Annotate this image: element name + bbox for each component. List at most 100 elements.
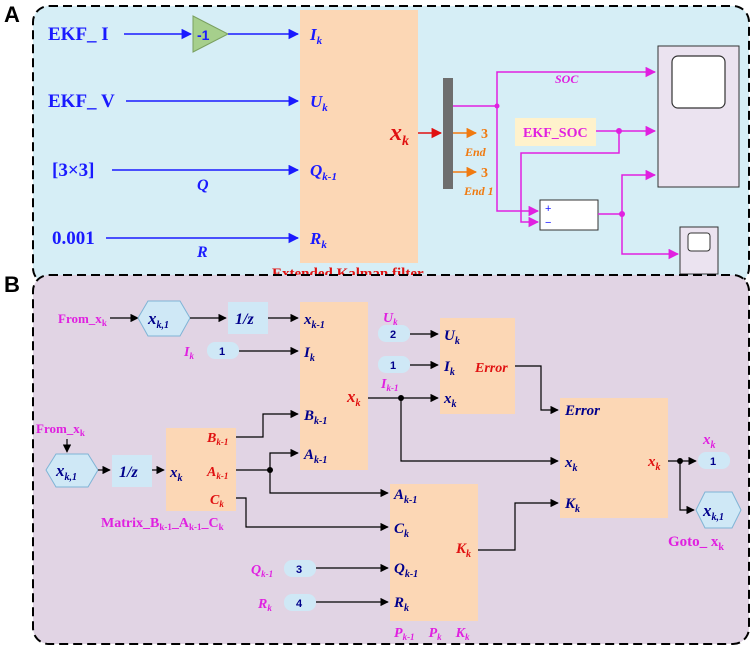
input-q-constant: [3×3] <box>52 160 94 181</box>
update-block[interactable] <box>560 398 668 518</box>
demux-bar[interactable] <box>443 78 453 189</box>
wire-ekf-soc-to-sum <box>520 131 620 228</box>
from-left-hex[interactable] <box>45 453 99 488</box>
panel-b: B From_xk xk,1 1/z Ik 1 xk-1 Ik Bk-1 Ak-… <box>4 272 750 645</box>
ik1-label: Ik-1 <box>380 377 398 393</box>
gain-out-kk: Kk <box>455 541 471 560</box>
terminator-2-value: 3 <box>481 166 488 181</box>
ik-label: Ik <box>183 345 194 361</box>
delay-top[interactable] <box>228 302 268 334</box>
panel-a: A EKF_ I EKF_ V [3×3] 0.001 -1 Q R Ik Uk… <box>4 2 750 285</box>
wire-error-to-small-scope <box>621 214 680 260</box>
wire-label-q: Q <box>197 177 209 194</box>
sum-minus: − <box>545 217 551 229</box>
update-out-xk: xk <box>647 454 661 473</box>
from-left-xk1: xk,1 <box>55 461 77 483</box>
wire-soc <box>453 66 657 107</box>
error-block[interactable] <box>440 318 515 414</box>
delay-left-label: 1/z <box>119 464 138 481</box>
matrix-block[interactable] <box>166 428 236 511</box>
error-in-uk: Uk <box>444 328 460 347</box>
gain-value: -1 <box>197 27 210 43</box>
const-2-value: 2 <box>390 329 396 341</box>
wire-predict-to-update <box>400 398 559 466</box>
junction-soc <box>494 103 500 109</box>
goto-xk1: xk,1 <box>702 501 724 523</box>
error-in-xk: xk <box>443 391 457 410</box>
matrix-out-bk: Bk-1 <box>206 431 228 447</box>
from-top-hex[interactable] <box>137 300 191 337</box>
const-2[interactable] <box>378 325 410 342</box>
from-top-xk1: xk,1 <box>147 309 169 331</box>
ekf-soc-block[interactable] <box>515 118 596 146</box>
predict-in-ik: Ik <box>303 345 315 364</box>
out-const[interactable] <box>698 452 730 469</box>
const-1-value: 1 <box>219 346 225 358</box>
const-1b-value: 1 <box>390 360 396 372</box>
out-const-value: 1 <box>710 456 716 468</box>
wire-ak-to-predict <box>236 448 299 471</box>
wire-to-goto <box>679 461 695 515</box>
rk-label: Rk <box>257 597 272 613</box>
const-3[interactable] <box>284 560 316 577</box>
ekf-soc-label: EKF_SOC <box>523 126 588 141</box>
ekf-port-rk: Rk <box>309 229 327 251</box>
wire-soc-to-sum <box>496 106 540 217</box>
matrix-title: Matrix_Bk-1_Ak-1_Ck <box>101 516 224 532</box>
const-4-value: 4 <box>296 598 303 610</box>
update-in-kk: Kk <box>564 496 580 515</box>
uk-label: Uk <box>383 311 398 327</box>
wire-bk <box>236 409 299 438</box>
const-3-value: 3 <box>296 564 302 576</box>
predict-block[interactable] <box>300 302 368 470</box>
out-xk-label: xk <box>702 432 716 451</box>
gain-block[interactable] <box>390 484 478 621</box>
terminator-1-label: End <box>464 145 487 159</box>
error-in-ik: Ik <box>443 359 455 378</box>
matrix-out-ak: Ak-1 <box>206 465 228 481</box>
const-1[interactable] <box>207 342 239 359</box>
qk-label: Qk-1 <box>251 563 273 579</box>
ekf-port-uk: Uk <box>310 92 328 114</box>
ekf-port-qk: Qk-1 <box>310 161 337 183</box>
input-r-constant: 0.001 <box>52 228 95 249</box>
ekf-output-xk: xk <box>389 120 409 149</box>
matrix-out-ck: Ck <box>210 493 224 509</box>
scope-icon[interactable] <box>657 45 740 188</box>
predict-out-xk: xk <box>346 387 361 409</box>
wire-error-to-scope <box>621 169 657 214</box>
terminator-2-label: End 1 <box>463 184 494 198</box>
wire-ck <box>236 497 389 532</box>
wire-label-r: R <box>196 244 208 261</box>
delay-left[interactable] <box>112 455 152 487</box>
from-left-label: From_xk <box>36 421 85 438</box>
panel-a-letter: A <box>4 2 20 27</box>
panel-b-letter: B <box>4 272 20 297</box>
goto-hex[interactable] <box>695 491 742 529</box>
wire-ak-to-gain <box>269 470 389 498</box>
gain-in-ak: Ak-1 <box>393 487 417 506</box>
gain-in-rk: Rk <box>393 595 409 614</box>
goto-label: Goto_ xk <box>668 534 724 553</box>
delay-top-label: 1/z <box>235 311 254 328</box>
gain-in-ck: Ck <box>394 521 409 540</box>
from-top-label: From_xk <box>58 311 107 328</box>
panel-b-frame <box>32 274 750 645</box>
gain-triangle[interactable] <box>192 15 230 53</box>
sum-block[interactable] <box>539 199 599 231</box>
update-in-error: Error <box>564 403 600 419</box>
ekf-block[interactable] <box>300 10 418 263</box>
wire-error-to-update <box>515 365 559 415</box>
predict-in-xk1: xk-1 <box>303 312 325 331</box>
small-scope-icon[interactable] <box>679 226 719 275</box>
ekf-port-ik: Ik <box>309 25 323 47</box>
error-out: Error <box>474 361 508 376</box>
predict-in-bk: Bk-1 <box>303 408 327 427</box>
terminator-1-value: 3 <box>481 127 488 142</box>
const-1b[interactable] <box>378 356 410 373</box>
input-ekf-v: EKF_ V <box>48 91 115 112</box>
const-4[interactable] <box>284 594 316 611</box>
matrix-in-xk: xk <box>169 465 183 484</box>
